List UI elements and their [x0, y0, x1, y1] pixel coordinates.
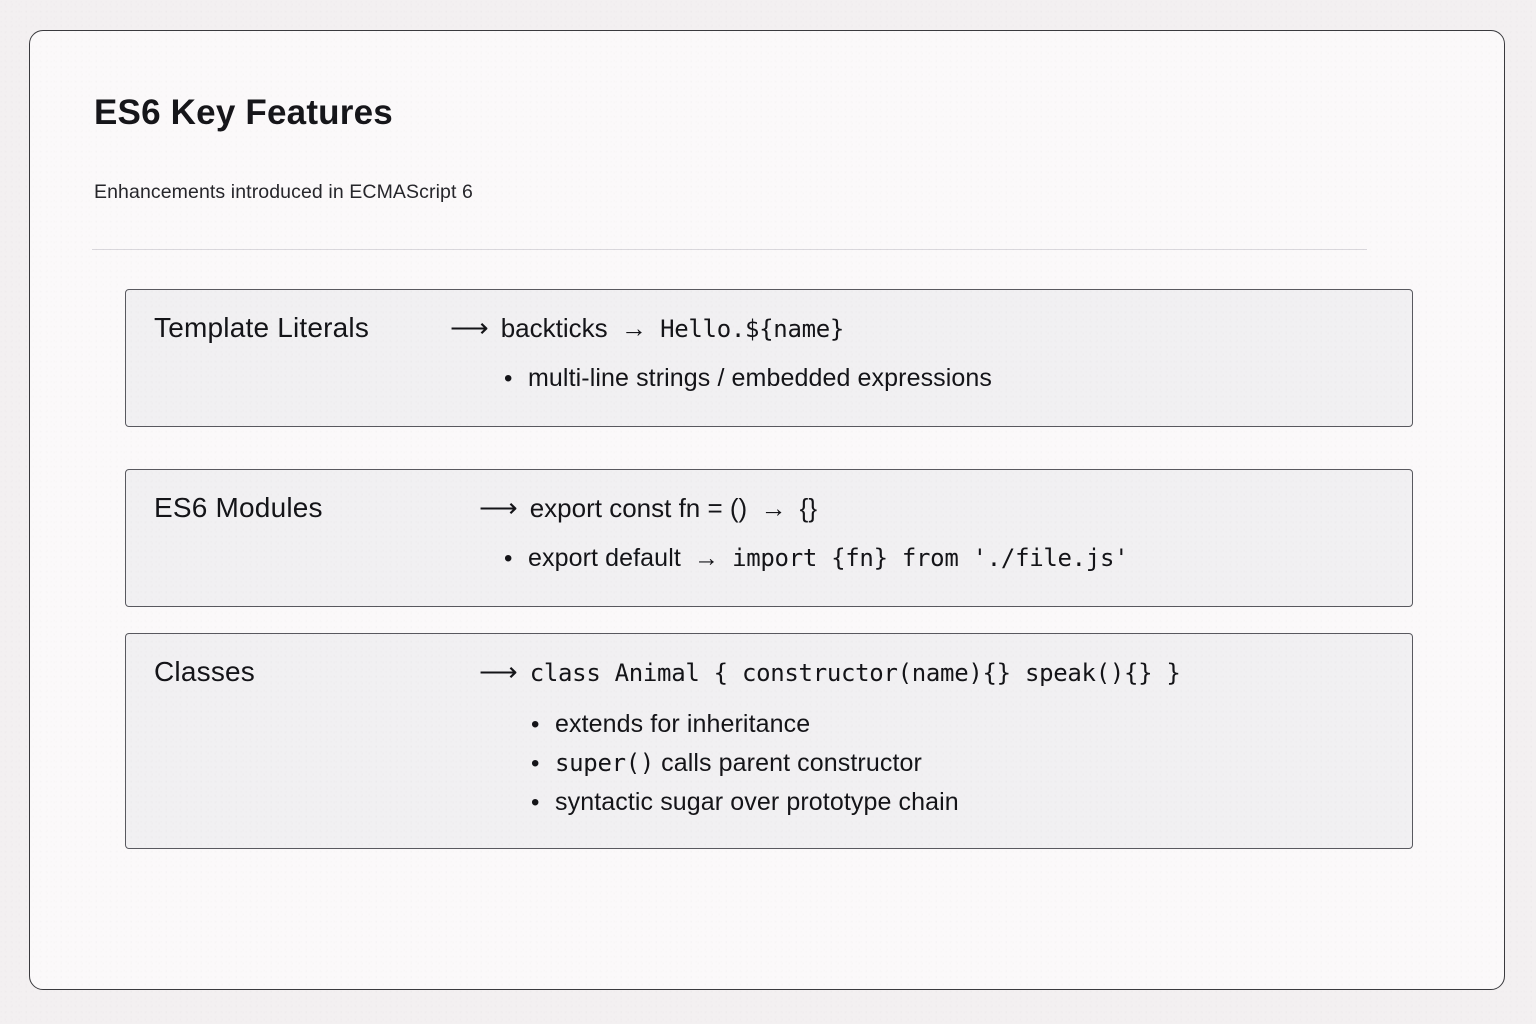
bullet-text-plain: export default	[528, 544, 681, 572]
page-subtitle: Enhancements introduced in ECMAScript 6	[94, 181, 473, 203]
feature-box-classes: Classes ⟶ class Animal { constructor(nam…	[125, 633, 1413, 849]
long-arrow-icon: ⟶	[479, 493, 518, 523]
feature-bullet-list: • export default → import {fn} from './f…	[504, 544, 1129, 585]
feature-value: class Animal { constructor(name){} speak…	[530, 657, 1181, 688]
bullet-dot-icon: •	[531, 711, 540, 738]
list-item: • extends for inheritance	[531, 710, 959, 739]
long-arrow-icon: ⟶	[479, 657, 518, 687]
feature-value-code: class Animal { constructor(name){} speak…	[529, 659, 1181, 687]
feature-bullet-list: • extends for inheritance • super() call…	[531, 710, 959, 827]
header-divider	[92, 249, 1367, 251]
bullet-dot-icon: •	[531, 750, 540, 777]
feature-box-es6-modules: ES6 Modules ⟶ export const fn = () → {} …	[125, 469, 1413, 607]
bullet-text: super() calls parent constructor	[555, 749, 922, 778]
feature-label: Classes	[154, 656, 255, 687]
bullet-text: multi-line strings / embedded expression…	[528, 364, 993, 392]
feature-value-plain: export const fn = ()	[529, 493, 748, 523]
feature-value-code: {}	[799, 493, 818, 523]
feature-heading: ES6 Modules ⟶ export const fn = () → {}	[154, 492, 817, 524]
feature-bullet-list: • multi-line strings / embedded expressi…	[504, 364, 992, 405]
feature-value-plain: backticks	[500, 313, 608, 343]
arrow-right-icon: →	[760, 493, 787, 523]
bullet-dot-icon: •	[504, 545, 513, 572]
list-item: • multi-line strings / embedded expressi…	[504, 364, 992, 393]
list-item: • export default → import {fn} from './f…	[504, 544, 1129, 573]
long-arrow-icon: ⟶	[450, 313, 489, 343]
feature-label: Template Literals	[154, 312, 370, 343]
bullet-text: export default → import {fn} from './fil…	[528, 544, 1129, 573]
list-item: • syntactic sugar over prototype chain	[531, 788, 959, 817]
feature-box-template-literals: Template Literals ⟶ backticks → Hello.${…	[125, 289, 1413, 427]
arrow-right-icon: →	[620, 313, 647, 343]
bullet-text-plain: calls parent constructor	[661, 749, 922, 777]
bullet-text-code: super()	[555, 749, 655, 777]
list-item: • super() calls parent constructor	[531, 749, 959, 778]
bullet-text: syntactic sugar over prototype chain	[555, 788, 959, 816]
bullet-text: extends for inheritance	[555, 710, 811, 738]
bullet-text-code: import {fn} from './file.js'	[732, 544, 1129, 572]
page-title: ES6 Key Features	[94, 93, 393, 132]
feature-value: backticks → Hello.${name}	[500, 313, 845, 344]
feature-value: export const fn = () → {}	[530, 493, 817, 524]
feature-label: ES6 Modules	[154, 492, 323, 523]
bullet-dot-icon: •	[504, 365, 513, 392]
feature-heading: Classes ⟶ class Animal { constructor(nam…	[154, 656, 1181, 688]
arrow-right-icon: →	[693, 544, 720, 572]
feature-heading: Template Literals ⟶ backticks → Hello.${…	[154, 312, 844, 344]
slide-card: ES6 Key Features Enhancements introduced…	[29, 30, 1505, 990]
bullet-dot-icon: •	[531, 789, 540, 816]
feature-value-code: Hello.${name}	[660, 315, 845, 343]
